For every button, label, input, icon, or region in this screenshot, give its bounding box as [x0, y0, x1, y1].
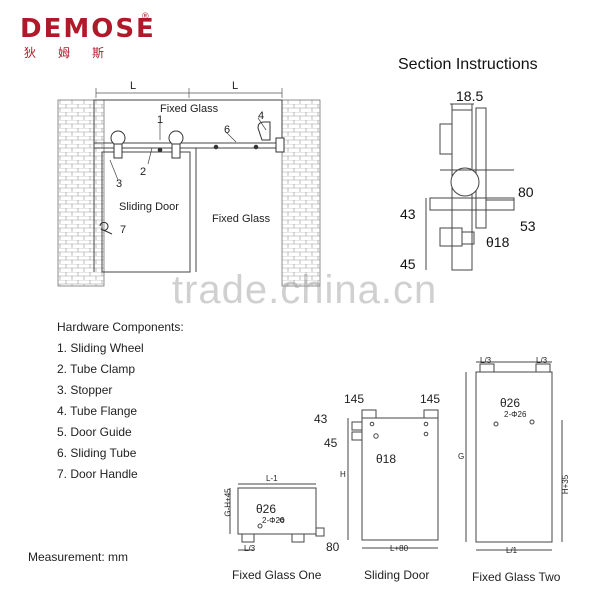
fg1-dim-80: 80 — [326, 540, 340, 554]
sd-dim-43: 43 — [314, 412, 328, 426]
hardware-item: 7. Door Handle — [57, 467, 138, 481]
callout-leaders — [109, 117, 267, 181]
fg2-right-dim: H+35 — [561, 474, 571, 495]
hardware-list: 1. Sliding Wheel 2. Tube Clamp 3. Stoppe… — [57, 340, 144, 487]
fg2-hole-label: θ26 — [500, 396, 521, 410]
hardware-item: 5. Door Guide — [57, 425, 132, 439]
brand-logo: DEMOSE — [20, 14, 156, 44]
sd-dim-145-left: 145 — [344, 392, 365, 406]
hardware-item: 4. Tube Flange — [57, 404, 138, 418]
fg1-top-dim: L-1 — [266, 474, 278, 483]
fg2-left-dim: G — [458, 452, 465, 461]
hardware-item: 3. Stopper — [57, 383, 113, 397]
hardware-item: 6. Sliding Tube — [57, 446, 137, 460]
dim-theta18: θ18 — [486, 234, 510, 250]
hardware-item: 1. Sliding Wheel — [57, 341, 144, 355]
fg1-holes-label: 2-Φ26 — [262, 516, 285, 525]
fg2-top-right-dim: L/3 — [536, 356, 548, 365]
fixed-glass-right-label: Fixed Glass — [212, 213, 271, 225]
section-title: Section Instructions — [398, 56, 538, 73]
door-handle-mark — [99, 221, 113, 235]
fg2-caption: Fixed Glass Two — [472, 570, 561, 584]
right-brick-wall — [281, 99, 321, 287]
fg1-caption: Fixed Glass One — [232, 568, 322, 582]
registered-mark: ® — [142, 11, 149, 21]
fg1-hole-label: θ26 — [256, 502, 277, 516]
dim-l-right: L — [232, 80, 239, 92]
fg2-bottom-dim: L/1 — [506, 546, 518, 555]
sd-caption: Sliding Door — [364, 568, 430, 582]
sd-hole-label: θ18 — [376, 452, 397, 466]
width-dimension-line — [95, 88, 283, 98]
fg2-holes-label: 2-Φ26 — [504, 410, 527, 419]
dim-80: 80 — [518, 184, 534, 200]
left-brick-wall — [57, 99, 105, 287]
brand-chinese-name: 狄姆斯 — [24, 46, 127, 60]
callout-1: 1 — [157, 114, 164, 126]
sd-dim-145-right: 145 — [420, 392, 441, 406]
dim-53: 53 — [520, 218, 536, 234]
sd-bottom-dim: L+80 — [390, 544, 409, 553]
sliding-door-label: Sliding Door — [119, 201, 179, 213]
dim-18-5: 18.5 — [456, 88, 484, 104]
sd-dim-45: 45 — [324, 436, 338, 450]
section-drawing — [425, 103, 515, 271]
measurement-note: Measurement: mm — [28, 550, 129, 564]
fixed-glass-top-label: Fixed Glass — [160, 103, 219, 115]
callout-2: 2 — [140, 166, 147, 178]
callout-7: 7 — [120, 224, 127, 236]
sliding-tube — [94, 142, 282, 149]
sd-side-dim: H — [340, 470, 346, 479]
fg1-side-dim: G-H+45 — [223, 488, 233, 517]
dim-l-left: L — [130, 80, 137, 92]
fg1-bottom-dim: L/3 — [244, 544, 256, 553]
callout-6: 6 — [224, 124, 231, 136]
fixed-glass-one-drawing — [229, 483, 325, 551]
hardware-title: Hardware Components: — [57, 320, 184, 334]
hardware-item: 2. Tube Clamp — [57, 362, 136, 376]
tube-flange — [257, 121, 271, 141]
watermark: trade.china.cn — [172, 268, 438, 312]
fg2-top-left-dim: L/3 — [480, 356, 492, 365]
callout-3: 3 — [116, 178, 123, 190]
glass-outlines — [93, 99, 283, 273]
fixed-glass-two-drawing — [465, 361, 563, 551]
dim-45: 45 — [400, 256, 416, 272]
sliding-door-panel-drawing — [347, 409, 439, 549]
sliding-wheels — [110, 130, 285, 159]
dim-43: 43 — [400, 206, 416, 222]
callout-4: 4 — [258, 110, 265, 122]
